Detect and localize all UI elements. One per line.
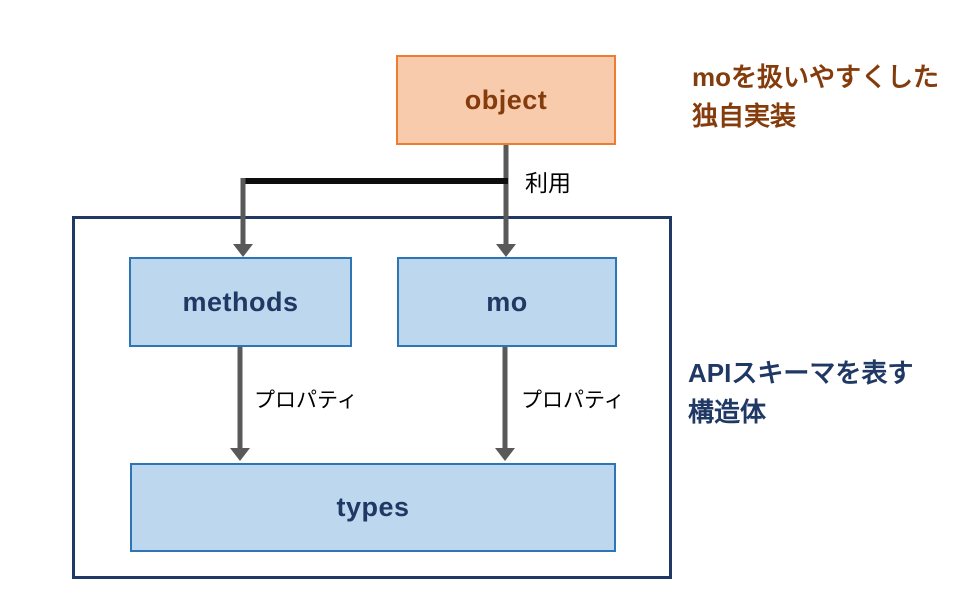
use-edge-label: 利用 <box>525 170 571 196</box>
note-custom-implementation-line2: 独自実装 <box>692 101 797 131</box>
methods-box-label: methods <box>182 286 299 317</box>
note-api-schema-line1: APIスキーマを表す <box>688 358 914 388</box>
property-edge-label-left: プロパティ <box>254 389 358 412</box>
mo-box: mo <box>397 257 617 347</box>
mo-box-label: mo <box>486 286 528 317</box>
object-box-label: object <box>464 84 548 115</box>
types-box: types <box>130 463 616 552</box>
types-box-label: types <box>336 492 410 522</box>
note-api-schema: APIスキーマを表す 構造体 <box>688 354 913 432</box>
methods-box: methods <box>129 257 352 347</box>
object-box: object <box>396 55 616 145</box>
note-custom-implementation: moを扱いやすくした 独自実装 <box>692 58 939 136</box>
property-edge-label-right: プロパティ <box>521 389 625 412</box>
note-custom-implementation-line1: moを扱いやすくした <box>692 62 940 92</box>
api-schema-group-box <box>72 216 672 579</box>
note-api-schema-line2: 構造体 <box>688 397 767 427</box>
